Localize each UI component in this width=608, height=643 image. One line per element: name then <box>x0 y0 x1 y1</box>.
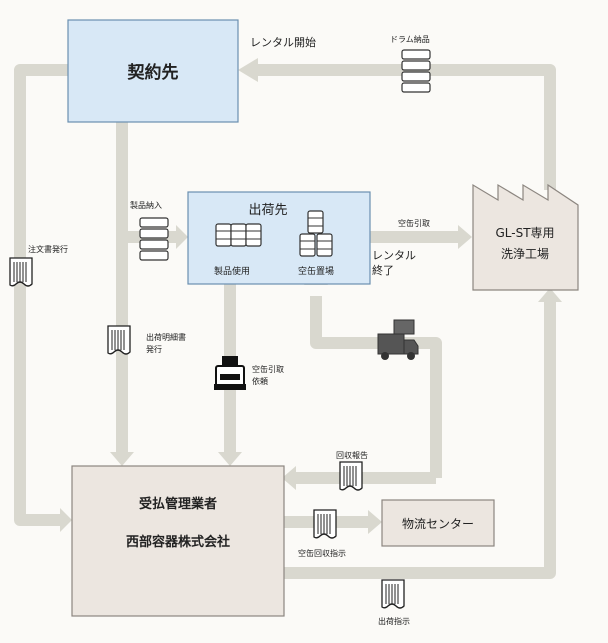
collection-report-label: 回収報告 <box>336 450 368 460</box>
pickup-request-label-line1: 空缶引取 <box>252 364 284 374</box>
shipping-site-node: 出荷先 製品使用 空缶置場 <box>187 191 371 285</box>
rental-start-label: レンタル開始 <box>250 35 316 49</box>
manager-node: 受払管理業者 西部容器株式会社 <box>71 465 285 617</box>
shipping-site-label: 出荷先 <box>248 203 287 218</box>
collection-report-document-icon <box>339 461 363 491</box>
truck-icon <box>377 319 419 360</box>
shipping-statement-label-line1: 出荷明細書 <box>146 332 186 342</box>
logistics-label: 物流センター <box>402 517 474 531</box>
manager-label-line2: 西部容器株式会社 <box>126 534 230 550</box>
arrow-truck-route <box>310 296 442 478</box>
product-drums-icon <box>215 223 262 247</box>
contractor-label: 契約先 <box>127 62 179 83</box>
logistics-node: 物流センター <box>381 499 495 547</box>
fax-machine-icon <box>214 356 246 390</box>
shipping-instruction-label: 出荷指示 <box>378 616 410 626</box>
shipping-statement-document-icon <box>107 325 131 355</box>
pickup-request-label-line2: 依頼 <box>252 376 268 386</box>
order-issue-label: 注文書発行 <box>28 244 68 254</box>
drum-delivery-label: ドラム納品 <box>390 34 430 44</box>
shipping-statement-label-line2: 発行 <box>146 344 162 354</box>
arrow-drum-delivery <box>258 64 556 190</box>
product-delivery-label: 製品納入 <box>130 200 162 210</box>
arrow-order-issue <box>14 64 68 526</box>
empty-can-pickup-label: 空缶引取 <box>398 218 430 228</box>
empty-can-storage-label: 空缶置場 <box>298 265 334 277</box>
rental-end-label-line1: レンタル <box>372 249 416 262</box>
empty-can-collection-instruction-label: 空缶回収指示 <box>298 548 346 558</box>
shipping-instruction-document-icon <box>381 579 405 609</box>
factory-node: GL-ST専用 洗浄工場 <box>472 183 579 291</box>
arrow-shipping-instruction <box>284 302 556 579</box>
collection-instruction-document-icon <box>313 509 337 539</box>
rental-end-label-line2: 終了 <box>372 263 394 277</box>
product-use-label: 製品使用 <box>214 265 250 277</box>
manager-label-line1: 受払管理業者 <box>139 496 217 512</box>
factory-label-line2: 洗浄工場 <box>501 247 549 261</box>
factory-label-line1: GL-ST専用 <box>495 226 554 240</box>
contractor-node: 契約先 <box>67 19 239 123</box>
factory-icon <box>472 183 579 291</box>
order-document-icon <box>9 257 33 287</box>
